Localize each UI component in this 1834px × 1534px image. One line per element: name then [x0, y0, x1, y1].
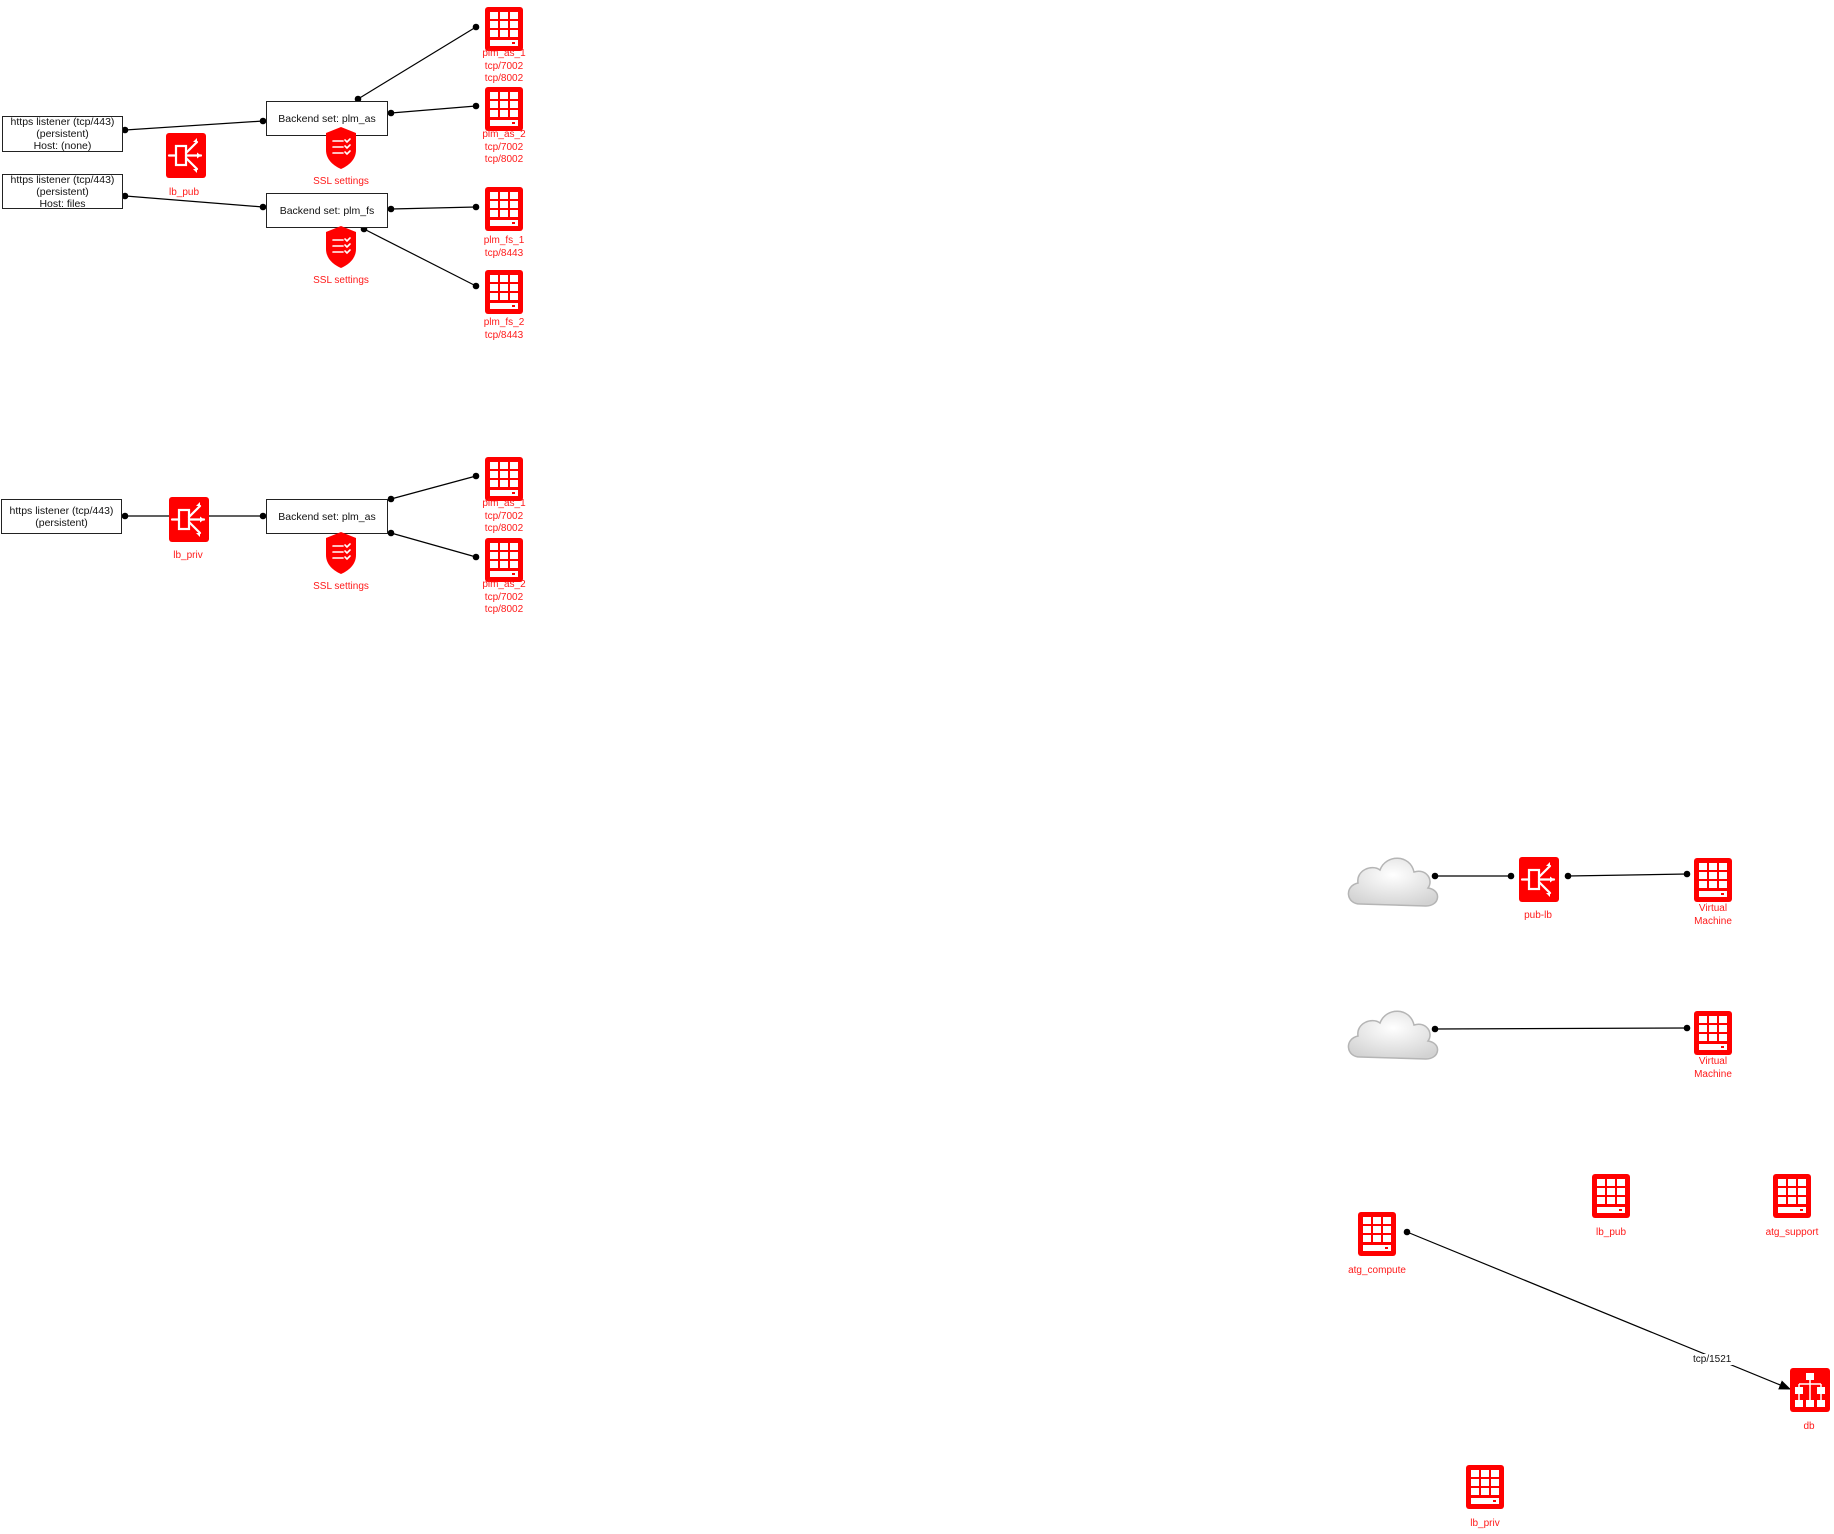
vm-label: Virtual Machine	[1694, 903, 1732, 927]
compute-instance-icon[interactable]	[1773, 1174, 1811, 1223]
internet-cloud-icon	[1347, 857, 1439, 907]
virtual-machine-icon[interactable]	[1694, 1011, 1732, 1060]
server-label: plm_as_1 tcp/7002 tcp/8002	[482, 498, 526, 534]
compute-instance-icon[interactable]	[1466, 1465, 1504, 1514]
ssl-shield-icon[interactable]	[325, 531, 357, 580]
edge-backend-fs-server2	[363, 228, 477, 287]
lb-label: lb_priv	[173, 550, 203, 561]
internet-cloud-icon	[1347, 1010, 1439, 1060]
load-balancer-icon[interactable]	[169, 497, 209, 547]
ssl-shield-icon[interactable]	[325, 225, 357, 274]
virtual-machine-icon[interactable]	[1694, 858, 1732, 907]
https-listener-box[interactable]: https listener (tcp/443) (persistent)	[1, 499, 122, 534]
ssl-settings-label: SSL settings	[313, 275, 369, 286]
edge-backend-as-server2	[390, 105, 477, 114]
server-label: plm_fs_1 tcp/8443	[483, 235, 525, 259]
compute-instance-icon[interactable]	[1592, 1174, 1630, 1223]
database-icon[interactable]	[1790, 1368, 1830, 1417]
edge-backend-server2	[390, 532, 477, 558]
server-label: plm_fs_2 tcp/8443	[483, 317, 525, 341]
ssl-settings-label: SSL settings	[313, 581, 369, 592]
edge-internet-vm	[1434, 1027, 1688, 1030]
edge-listener2-backend-fs	[124, 195, 264, 208]
edge-port-label: tcp/1521	[1691, 1354, 1734, 1365]
compute-instance-icon[interactable]	[1358, 1212, 1396, 1261]
edge-atg-compute-db	[1406, 1231, 1792, 1390]
edge-publb-vm	[1567, 873, 1688, 877]
ssl-settings-label: SSL settings	[313, 176, 369, 187]
compute-instance-icon[interactable]	[485, 538, 523, 587]
ssl-shield-icon[interactable]	[325, 126, 357, 175]
edge-backend-fs-server1	[390, 206, 477, 210]
https-listener-box[interactable]: https listener (tcp/443) (persistent) Ho…	[2, 116, 123, 152]
server-label: plm_as_2 tcp/7002 tcp/8002	[482, 129, 526, 165]
lb-label: lb_pub	[168, 187, 200, 198]
edge-listener1-backend-as	[124, 120, 264, 131]
backend-set-box[interactable]: Backend set: plm_as	[266, 499, 388, 534]
edge-backend-server1	[390, 475, 477, 500]
node-label: lb_pub	[1595, 1227, 1627, 1238]
compute-instance-icon[interactable]	[485, 7, 523, 56]
compute-instance-icon[interactable]	[485, 270, 523, 319]
load-balancer-icon[interactable]	[166, 133, 206, 183]
vm-label: Virtual Machine	[1694, 1056, 1732, 1080]
server-label: plm_as_1 tcp/7002 tcp/8002	[482, 48, 526, 84]
compute-instance-icon[interactable]	[485, 457, 523, 506]
load-balancer-icon[interactable]	[1519, 857, 1559, 907]
backend-set-box[interactable]: Backend set: plm_fs	[266, 193, 388, 228]
edge-backend-as-server1	[357, 26, 477, 100]
https-listener-box[interactable]: https listener (tcp/443) (persistent) Ho…	[2, 174, 123, 210]
node-label: lb_priv	[1470, 1518, 1500, 1529]
node-label: atg_support	[1765, 1227, 1819, 1238]
node-label: atg_compute	[1348, 1265, 1406, 1276]
backend-set-box[interactable]: Backend set: plm_as	[266, 101, 388, 136]
server-label: plm_as_2 tcp/7002 tcp/8002	[482, 579, 526, 615]
compute-instance-icon[interactable]	[485, 87, 523, 136]
node-label: db	[1803, 1421, 1815, 1432]
lb-label: pub-lb	[1524, 910, 1552, 921]
compute-instance-icon[interactable]	[485, 187, 523, 236]
